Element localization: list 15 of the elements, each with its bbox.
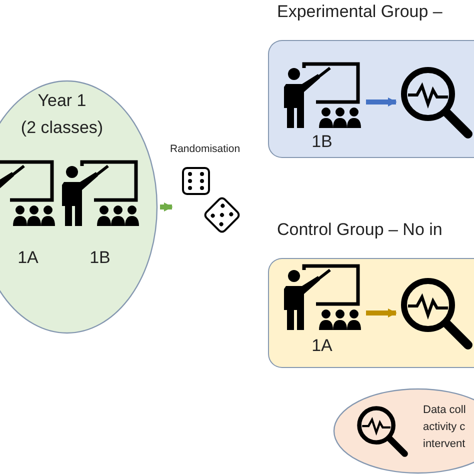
arrow: [160, 202, 173, 212]
class-label: 1B: [88, 248, 112, 268]
legend-text: Data coll activity c intervent: [423, 403, 467, 452]
group-heading: Control Group – No in: [277, 220, 442, 240]
class-label: 1A: [16, 248, 40, 268]
group-heading: Experimental Group –: [277, 2, 442, 22]
class-label: 1A: [310, 336, 334, 356]
arrow: [366, 98, 397, 106]
class-label: 1B: [310, 132, 334, 152]
magnifier-icon: [398, 64, 474, 140]
year-label: Year 1: [36, 90, 88, 112]
magnifier-icon: [398, 275, 474, 351]
year-label: (2 classes): [20, 117, 104, 139]
arrow: [366, 308, 397, 318]
randomisation-label: Randomisation: [170, 143, 240, 155]
